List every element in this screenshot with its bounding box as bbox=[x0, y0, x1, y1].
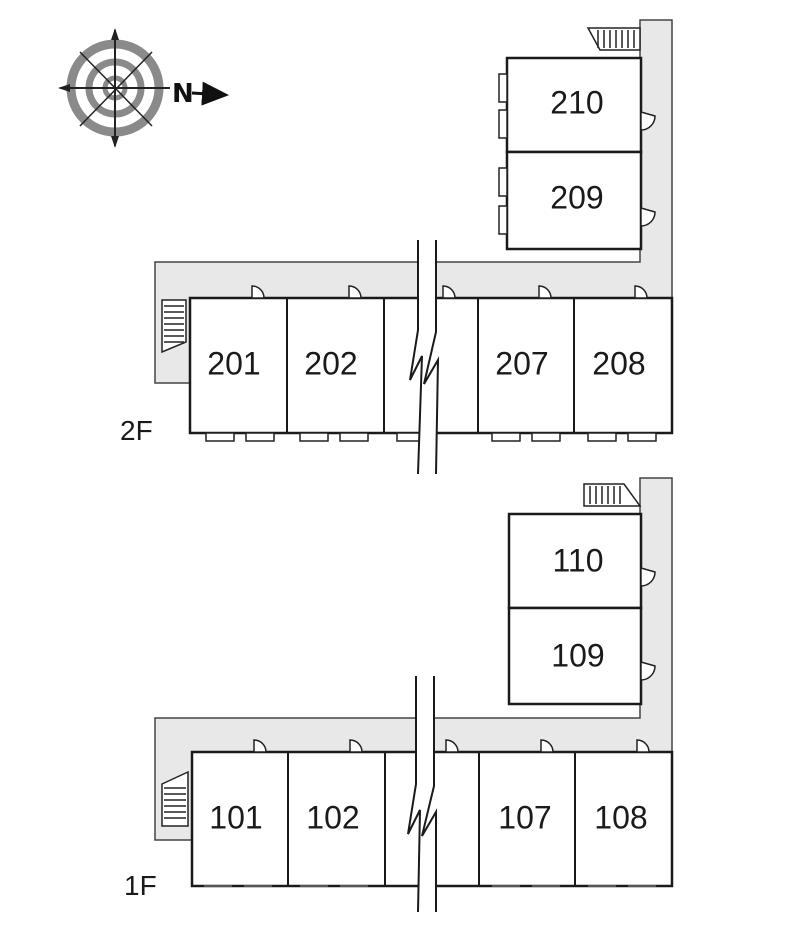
stair-icon bbox=[161, 299, 187, 354]
unit-label: 210 bbox=[550, 84, 603, 120]
unit-box bbox=[505, 150, 643, 251]
unit-label: 107 bbox=[498, 799, 551, 835]
window-icon bbox=[245, 432, 275, 442]
unit-box bbox=[507, 606, 643, 706]
unit-label: 102 bbox=[306, 799, 359, 835]
window-icon bbox=[491, 432, 521, 442]
break-line-icon bbox=[407, 676, 437, 913]
window-icon bbox=[498, 109, 508, 139]
stair-icon bbox=[583, 483, 642, 507]
unit-label: 101 bbox=[209, 799, 262, 835]
stair-icon bbox=[586, 27, 641, 51]
door-icon bbox=[640, 567, 656, 587]
unit-label: 202 bbox=[304, 345, 357, 381]
window-icon bbox=[531, 432, 561, 442]
compass-north-letter: N bbox=[172, 79, 194, 109]
door-icon bbox=[349, 739, 363, 753]
door-icon bbox=[540, 739, 554, 753]
door-icon bbox=[634, 285, 648, 299]
window-icon bbox=[498, 73, 508, 103]
window-icon bbox=[299, 432, 329, 442]
door-icon bbox=[251, 285, 265, 299]
window-icon bbox=[627, 432, 657, 442]
floor-2f: 210 209 201 202 207 208 bbox=[120, 19, 674, 475]
break-line-icon bbox=[408, 240, 440, 475]
unit-box bbox=[507, 512, 643, 610]
unit-label: 110 bbox=[552, 542, 603, 578]
floor-1f: 110 109 101 102 107 108 bbox=[124, 477, 674, 913]
door-icon bbox=[640, 207, 656, 227]
door-icon bbox=[640, 111, 656, 131]
unit-label: 201 bbox=[207, 345, 260, 381]
floor-label: 2F bbox=[120, 415, 153, 446]
unit-label: 209 bbox=[550, 179, 603, 215]
window-icon bbox=[498, 167, 508, 197]
door-icon bbox=[442, 285, 456, 299]
floor-label: 1F bbox=[124, 870, 157, 901]
window-icon bbox=[339, 432, 369, 442]
unit-label: 208 bbox=[592, 345, 645, 381]
compass-icon: N bbox=[58, 28, 229, 148]
stair-icon bbox=[161, 770, 189, 827]
door-icon bbox=[538, 285, 552, 299]
door-icon bbox=[348, 285, 362, 299]
door-icon bbox=[253, 739, 267, 753]
door-icon bbox=[640, 661, 656, 681]
window-icon bbox=[205, 432, 235, 442]
window-icon bbox=[587, 432, 617, 442]
unit-label: 109 bbox=[551, 637, 604, 673]
unit-label: 207 bbox=[495, 345, 548, 381]
unit-label: 108 bbox=[594, 799, 647, 835]
door-icon bbox=[445, 739, 459, 753]
door-icon bbox=[636, 739, 650, 753]
window-icon bbox=[498, 205, 508, 235]
